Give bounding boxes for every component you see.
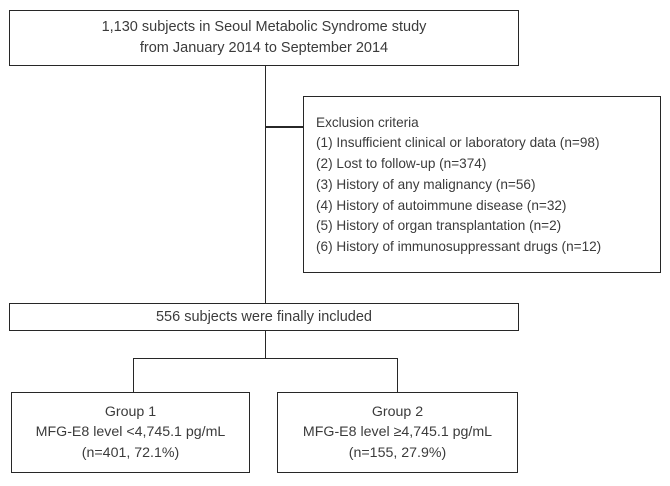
included-box-text: 556 subjects were finally included bbox=[10, 307, 518, 328]
group-1-title: Group 1 bbox=[104, 404, 157, 421]
connector-drop-to-group-2 bbox=[396, 357, 399, 393]
connector-split-horizontal-bar bbox=[133, 357, 398, 360]
connector-included-to-split bbox=[264, 331, 267, 359]
enrollment-line-2: from January 2014 to September 2014 bbox=[139, 40, 389, 56]
exclusion-criteria-box: Exclusion criteria (1) Insufficient clin… bbox=[303, 96, 661, 273]
group-2-count: (n=155, 27.9%) bbox=[348, 444, 447, 461]
group-2-title: Group 2 bbox=[371, 404, 424, 421]
group-1-count: (n=401, 72.1%) bbox=[81, 444, 180, 461]
exclusion-item-1: (1) Insufficient clinical or laboratory … bbox=[316, 135, 600, 151]
group-2-criterion: MFG-E8 level ≥4,745.1 pg/mL bbox=[302, 424, 493, 441]
exclusion-criteria-text: Exclusion criteria (1) Insufficient clin… bbox=[304, 111, 660, 257]
included-line-1: 556 subjects were finally included bbox=[155, 308, 372, 325]
exclusion-item-2: (2) Lost to follow-up (n=374) bbox=[316, 156, 487, 172]
exclusion-item-5: (5) History of organ transplantation (n=… bbox=[316, 218, 562, 234]
exclusion-item-6: (6) History of immunosuppressant drugs (… bbox=[316, 238, 602, 254]
enrollment-box-text: 1,130 subjects in Seoul Metabolic Syndro… bbox=[10, 17, 518, 58]
exclusion-item-3: (3) History of any malignancy (n=56) bbox=[316, 176, 536, 192]
group-1-box: Group 1 MFG-E8 level <4,745.1 pg/mL (n=4… bbox=[11, 392, 250, 473]
group-1-criterion: MFG-E8 level <4,745.1 pg/mL bbox=[35, 424, 226, 441]
included-box: 556 subjects were finally included bbox=[9, 303, 519, 331]
group-2-text: Group 2 MFG-E8 level ≥4,745.1 pg/mL (n=1… bbox=[278, 402, 517, 462]
group-2-box: Group 2 MFG-E8 level ≥4,745.1 pg/mL (n=1… bbox=[277, 392, 518, 473]
exclusion-item-4: (4) History of autoimmune disease (n=32) bbox=[316, 197, 567, 213]
connector-to-exclusion-box bbox=[264, 126, 305, 128]
enrollment-line-1: 1,130 subjects in Seoul Metabolic Syndro… bbox=[101, 19, 427, 36]
exclusion-heading: Exclusion criteria bbox=[316, 114, 419, 130]
enrollment-box: 1,130 subjects in Seoul Metabolic Syndro… bbox=[9, 10, 519, 66]
group-1-text: Group 1 MFG-E8 level <4,745.1 pg/mL (n=4… bbox=[12, 402, 249, 462]
connector-trunk-vertical bbox=[264, 66, 267, 303]
connector-drop-to-group-1 bbox=[132, 357, 135, 393]
